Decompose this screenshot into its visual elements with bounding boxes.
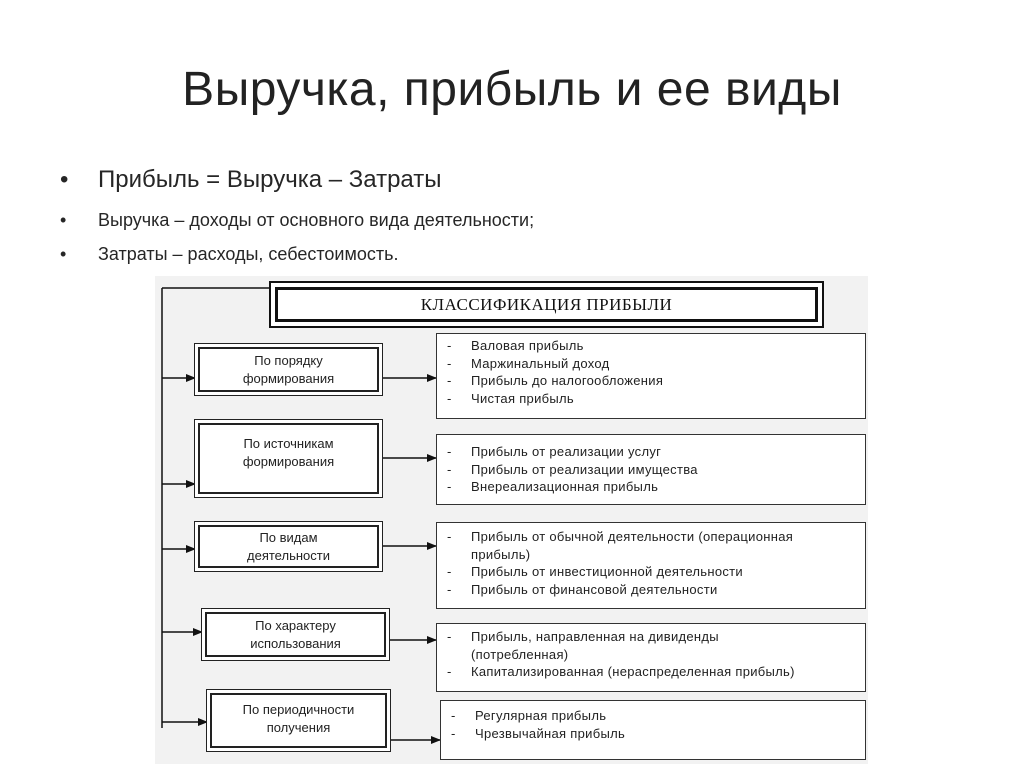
bullet-marker: • [60,244,67,264]
category-box-formation-order: По порядку формирования [194,343,383,396]
bullet-item: • Прибыль = Выручка – Затраты [60,166,534,206]
list-item: -Прибыль до налогообложения [447,373,664,388]
category-label-line: использования [250,635,341,651]
list-item: -Прибыль от обычной деятельности (операц… [447,529,794,544]
category-label: По источникам формирования [198,423,379,494]
connector-lines [161,287,441,744]
list-item: -Чрезвычайная прибыль [451,725,626,741]
category-box-receipt-periodicity: По периодичности получения [206,689,391,752]
category-label-line: формирования [242,370,335,386]
category-box-formation-sources: По источникам формирования [194,419,383,498]
list-item: прибыль) [471,546,531,562]
bullet-marker: • [60,210,67,230]
category-label-line: По источникам [243,436,334,451]
list-box-receipt-periodicity: -Регулярная прибыль -Чрезвычайная прибыл… [440,700,866,760]
classification-header-label: КЛАССИФИКАЦИЯ ПРИБЫЛИ [275,287,818,322]
list-item: -Капитализированная (нераспределенная пр… [447,664,795,679]
list-item: -Регулярная прибыль [451,708,607,723]
category-label-line: получения [266,720,331,735]
category-box-activity-types: По видам деятельности [194,521,383,572]
list-box-usage-character: -Прибыль, направленная на дивиденды (пот… [436,623,866,692]
category-label: По видам деятельности [198,525,379,568]
bullet-list: • Прибыль = Выручка – Затраты • Выручка … [60,166,534,278]
bullet-item: • Выручка – доходы от основного вида дея… [60,210,534,244]
profit-classification-diagram: КЛАССИФИКАЦИЯ ПРИБЫЛИ По порядку формиро… [155,276,868,764]
slide-title: Выручка, прибыль и ее виды [182,63,842,116]
category-label: По характеру использования [205,612,386,657]
category-label: По порядку формирования [198,347,379,392]
list-item: -Прибыль от финансовой деятельности [447,581,718,597]
list-box-formation-order: -Валовая прибыль -Маржинальный доход -Пр… [436,333,866,419]
list-item: (потребленная) [471,646,569,662]
list-item: -Прибыль, направленная на дивиденды [447,629,719,644]
list-item: -Чистая прибыль [447,390,574,406]
category-label-line: деятельности [247,547,330,563]
list-item: -Прибыль от инвестиционной деятельности [447,564,743,579]
list-item: -Внереализационная прибыль [447,479,659,494]
category-label: По периодичности получения [210,693,387,748]
bullet-text: Затраты – расходы, себестоимость. [98,244,399,264]
bullet-text: Прибыль = Выручка – Затраты [98,166,442,193]
category-label-line: По видам [259,529,318,545]
category-label-line: формирования [242,454,335,469]
list-item: -Маржинальный доход [447,355,610,371]
classification-header: КЛАССИФИКАЦИЯ ПРИБЫЛИ [269,281,824,328]
bullet-text: Выручка – доходы от основного вида деяте… [98,210,535,230]
list-box-formation-sources: -Прибыль от реализации услуг -Прибыль от… [436,434,866,505]
category-label-line: По характеру [255,617,336,633]
category-box-usage-character: По характеру использования [201,608,390,661]
list-box-activity-types: -Прибыль от обычной деятельности (операц… [436,522,866,609]
bullet-marker: • [60,166,69,193]
category-label-line: По периодичности [242,702,355,717]
bullet-item: • Затраты – расходы, себестоимость. [60,244,534,278]
list-item: -Валовая прибыль [447,338,584,353]
list-item: -Прибыль от реализации имущества [447,461,698,477]
list-item: -Прибыль от реализации услуг [447,444,662,459]
category-label-line: По порядку [254,352,323,368]
